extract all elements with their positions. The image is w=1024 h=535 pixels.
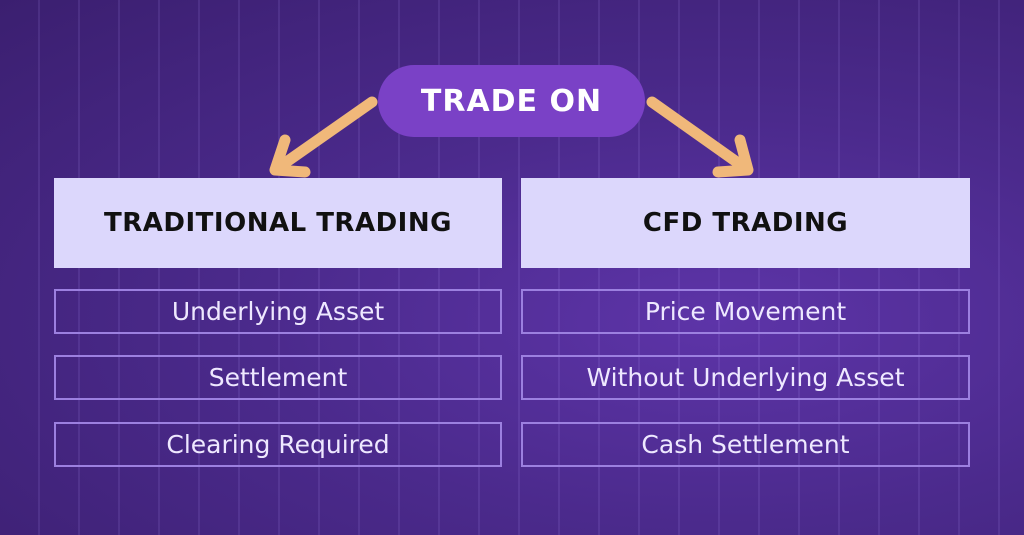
list-item: Underlying Asset [54,289,502,334]
list-item: Settlement [54,355,502,400]
trade-on-pill: TRADE ON [378,65,645,137]
cfd-trading-header: CFD TRADING [521,178,970,268]
list-item: Cash Settlement [521,422,970,467]
list-item: Without Underlying Asset [521,355,970,400]
list-item: Clearing Required [54,422,502,467]
arrow-right-icon [646,96,754,178]
arrow-left-icon [269,96,378,178]
traditional-trading-header: TRADITIONAL TRADING [54,178,502,268]
list-item: Price Movement [521,289,970,334]
